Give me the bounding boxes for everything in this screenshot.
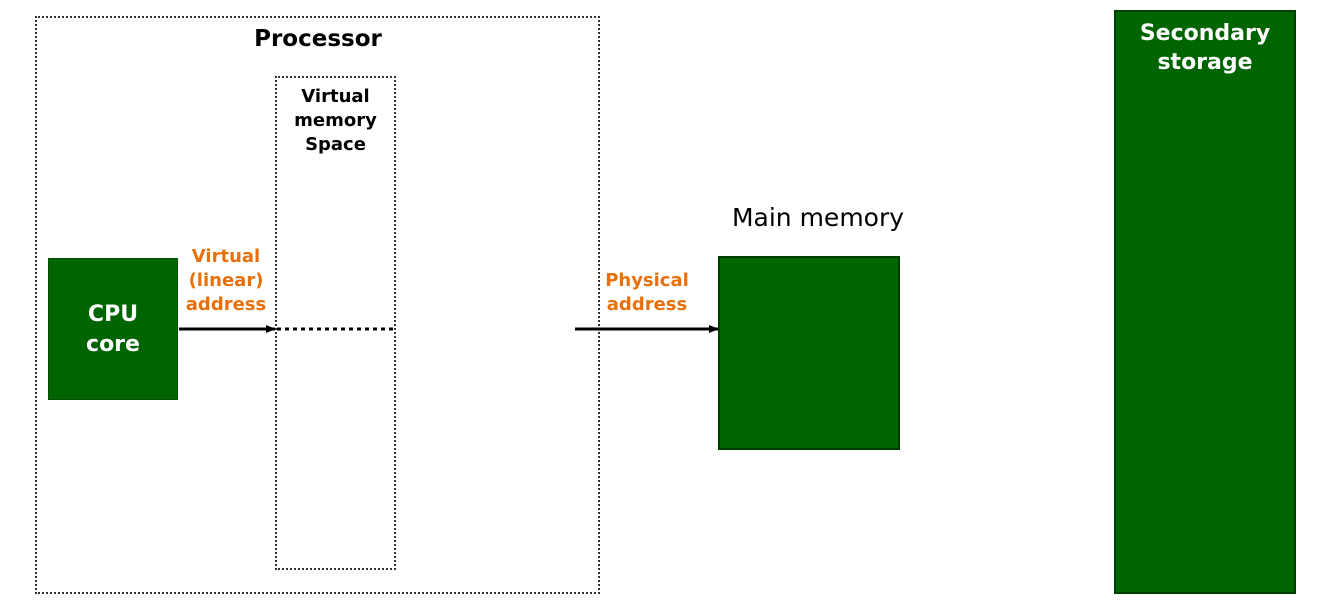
virtual-address-label: Virtual (linear) address	[185, 246, 267, 315]
cpu-core-label: CPU core	[86, 302, 140, 357]
physical-address-label: Physical address	[605, 270, 689, 315]
secondary-storage-label: Secondary storage	[1139, 21, 1271, 75]
processor-boundary	[35, 16, 600, 594]
processor-label: Processor	[254, 26, 382, 52]
virtual-memory-space-box	[275, 76, 396, 570]
main-memory-label: Main memory	[731, 203, 905, 232]
secondary-storage-block	[1114, 10, 1296, 594]
virtual-memory-space-label: Virtual memory Space	[294, 86, 377, 155]
cpu-core-block	[48, 258, 178, 400]
main-memory-block	[718, 256, 900, 450]
